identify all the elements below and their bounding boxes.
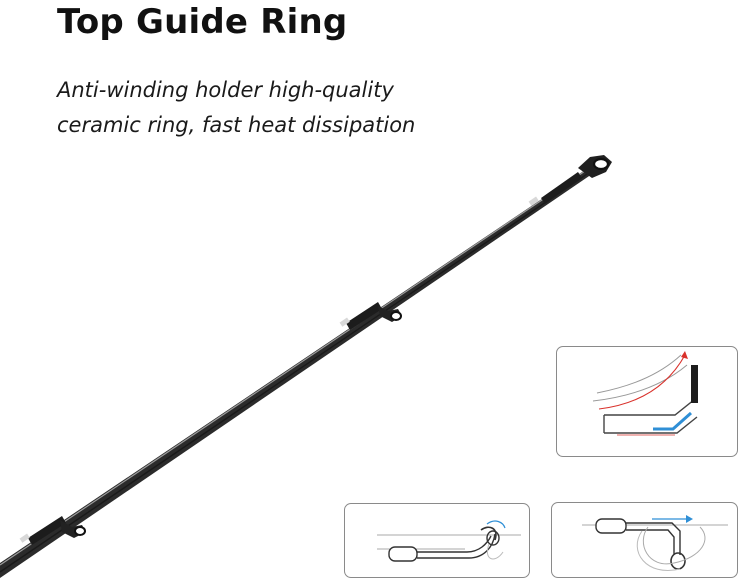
bottom-guide: [19, 516, 86, 545]
detail-panel-guide-side: [551, 502, 738, 578]
rod-blank: [0, 166, 595, 578]
arrow-right-icon: [686, 515, 693, 523]
blue-contact-segment: [653, 411, 692, 431]
red-line-path: [598, 354, 686, 410]
feature-description: Anti-winding holder high-quality ceramic…: [57, 73, 415, 143]
guide-front-diagram: [377, 520, 521, 562]
middle-guide: [339, 302, 402, 330]
detail-panel-line-path: [556, 346, 738, 457]
feature-description-line-1: Anti-winding holder high-quality: [57, 78, 394, 102]
guide-side-diagram: [582, 515, 728, 571]
line-path-diagram: [592, 351, 698, 436]
detail-panel-guide-front: [344, 503, 530, 578]
page-title: Top Guide Ring: [57, 2, 348, 42]
blue-line-loop: [486, 520, 506, 529]
arrow-up-icon: [681, 351, 688, 359]
feature-description-line-2: ceramic ring, fast heat dissipation: [57, 113, 416, 137]
tip-top-guide: [528, 155, 612, 206]
